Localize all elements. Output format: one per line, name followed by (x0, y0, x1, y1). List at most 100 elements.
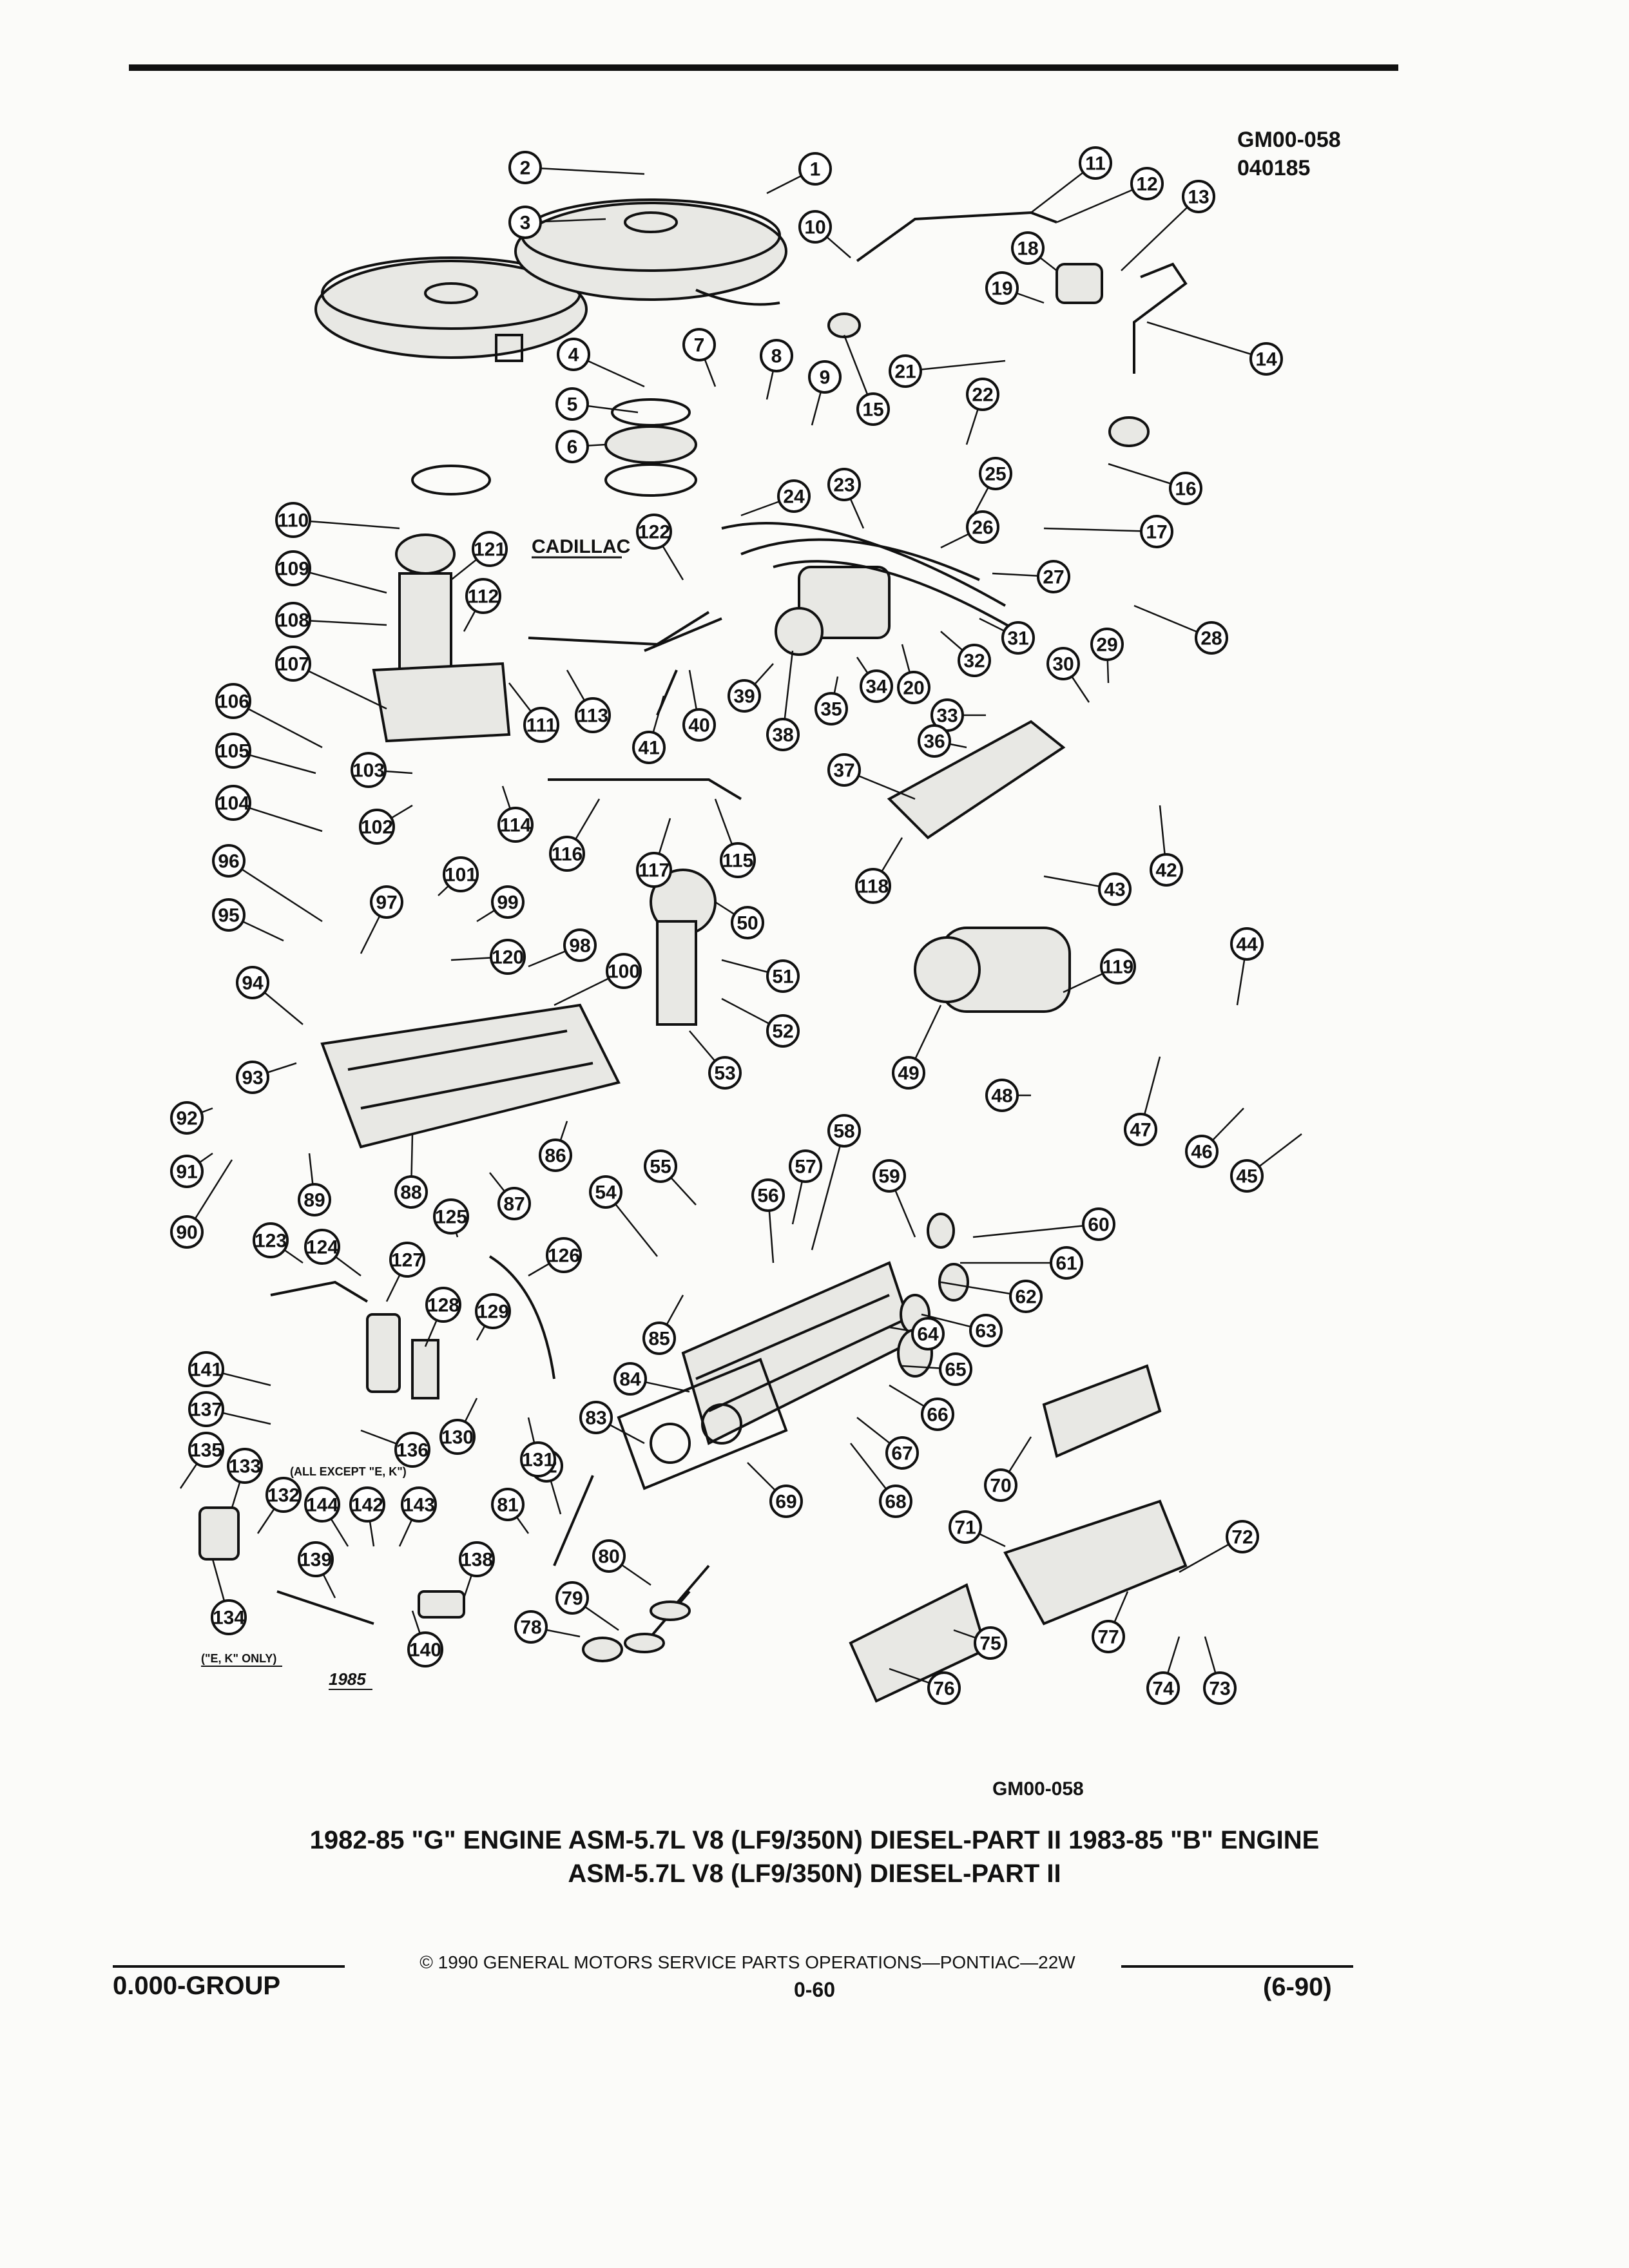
callout-62: 62 (1009, 1280, 1043, 1313)
callout-number: 11 (1085, 153, 1106, 175)
callout-number: 100 (608, 961, 640, 983)
callout-94: 94 (236, 966, 269, 999)
caption-line-1: 1982-85 "G" ENGINE ASM-5.7L V8 (LF9/350N… (309, 1826, 1320, 1854)
callout-14: 14 (1249, 342, 1283, 376)
callout-number: 2 (520, 158, 531, 179)
callout-29: 29 (1090, 628, 1124, 661)
callout-9: 9 (808, 360, 842, 394)
callout-96: 96 (212, 844, 246, 878)
callout-number: 6 (567, 437, 578, 458)
callout-number: 49 (898, 1063, 919, 1084)
callout-50: 50 (731, 906, 764, 939)
callout-number: 130 (441, 1427, 474, 1448)
callout-number: 113 (577, 706, 608, 727)
callout-number: 126 (548, 1245, 580, 1267)
callout-1: 1 (798, 152, 832, 186)
footer-rule-left (113, 1965, 345, 1968)
callout-number: 84 (619, 1369, 641, 1390)
callout-113: 113 (575, 697, 611, 733)
callout-number: 21 (894, 361, 916, 383)
callout-127: 127 (389, 1242, 425, 1278)
callout-number: 71 (954, 1517, 976, 1539)
callout-56: 56 (751, 1178, 785, 1212)
callout-number: 122 (638, 522, 670, 543)
callout-number: 10 (804, 217, 825, 238)
callout-80: 80 (592, 1539, 626, 1573)
callout-number: 109 (277, 559, 309, 580)
callout-101: 101 (443, 856, 479, 892)
callout-35: 35 (815, 692, 848, 726)
callout-number: 114 (500, 815, 532, 836)
callout-number: 98 (569, 936, 590, 957)
callouts: 1234567891011121314151617181920212223242… (170, 146, 1283, 1705)
callout-137: 137 (188, 1391, 224, 1427)
callout-17: 17 (1140, 515, 1173, 548)
callout-number: 33 (936, 706, 958, 727)
callout-138: 138 (459, 1541, 495, 1577)
callout-53: 53 (708, 1056, 742, 1090)
callout-number: 23 (833, 475, 854, 496)
callout-number: 139 (300, 1550, 332, 1571)
callout-number: 95 (218, 905, 239, 927)
callout-97: 97 (370, 885, 403, 919)
callout-37: 37 (827, 753, 861, 787)
callout-129: 129 (475, 1293, 511, 1329)
callout-number: 26 (972, 517, 993, 539)
callout-71: 71 (949, 1510, 982, 1544)
callout-number: 63 (975, 1321, 996, 1342)
callout-120: 120 (490, 939, 526, 975)
callout-number: 135 (190, 1440, 222, 1461)
callout-number: 141 (190, 1360, 222, 1381)
callout-100: 100 (606, 953, 642, 989)
callout-55: 55 (644, 1149, 677, 1183)
callout-number: 67 (891, 1443, 912, 1465)
callout-118: 118 (855, 868, 891, 904)
all-except-label: (ALL EXCEPT "E, K") (290, 1465, 407, 1478)
callout-69: 69 (769, 1485, 803, 1518)
callout-8: 8 (760, 339, 793, 372)
callout-number: 85 (648, 1329, 670, 1350)
callout-117: 117 (636, 852, 672, 888)
callout-number: 45 (1236, 1166, 1257, 1187)
callout-number: 144 (306, 1495, 338, 1516)
callout-88: 88 (394, 1175, 428, 1209)
callout-number: 115 (722, 850, 753, 872)
callout-number: 20 (903, 678, 924, 699)
reference-block: GM00-058 040185 (1237, 126, 1341, 182)
callout-number: 132 (267, 1485, 300, 1506)
footer-rule-right (1121, 1965, 1353, 1968)
callout-26: 26 (966, 510, 999, 544)
starter (914, 927, 1071, 1013)
callout-102: 102 (359, 809, 395, 845)
leader-line-60 (972, 1223, 1099, 1238)
callout-133: 133 (227, 1448, 263, 1484)
callout-number: 117 (639, 860, 670, 881)
callout-number: 31 (1007, 628, 1028, 649)
callout-77: 77 (1092, 1620, 1125, 1653)
callout-number: 128 (427, 1295, 459, 1316)
callout-105: 105 (215, 733, 251, 769)
callout-number: 140 (409, 1640, 441, 1661)
callout-2: 2 (508, 151, 542, 184)
callout-142: 142 (349, 1486, 385, 1523)
callout-121: 121 (472, 531, 508, 567)
callout-112: 112 (465, 578, 501, 614)
callout-104: 104 (215, 785, 251, 821)
callout-number: 120 (492, 947, 524, 968)
copyright-notice: © 1990 GENERAL MOTORS SERVICE PARTS OPER… (419, 1952, 1075, 1972)
callout-109: 109 (275, 550, 311, 586)
callout-number: 55 (650, 1157, 671, 1178)
callout-number: 53 (714, 1063, 735, 1084)
callout-43: 43 (1098, 872, 1132, 906)
reference-code: GM00-058 (1237, 128, 1341, 152)
callout-67: 67 (885, 1436, 919, 1470)
callout-number: 74 (1152, 1678, 1174, 1700)
callout-number: 75 (979, 1633, 1001, 1655)
callout-73: 73 (1203, 1671, 1237, 1705)
callout-number: 1 (810, 159, 821, 180)
callout-number: 96 (218, 851, 239, 872)
callout-number: 12 (1136, 174, 1157, 195)
callout-76: 76 (927, 1671, 961, 1705)
callout-number: 94 (242, 973, 264, 994)
distributor-drive (650, 869, 717, 1026)
